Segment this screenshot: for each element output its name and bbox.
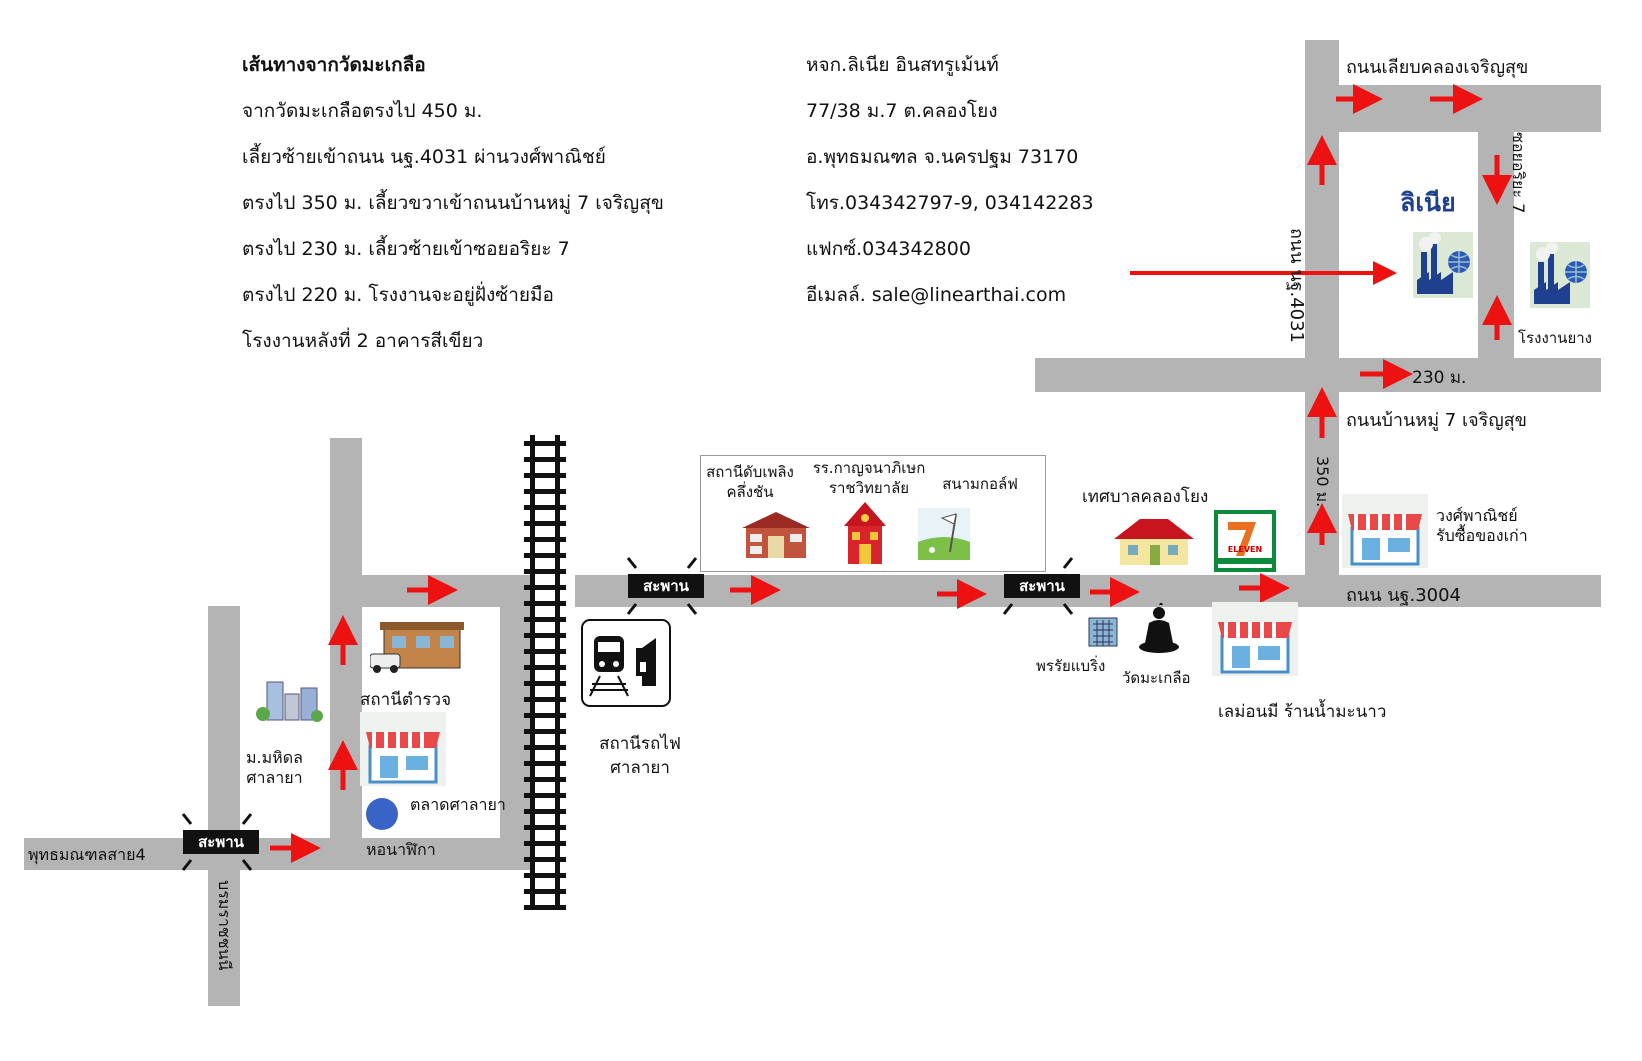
- road-label-4031: ถนน นฐ.4031: [1286, 228, 1307, 343]
- shop-icon: [360, 712, 446, 786]
- railway-tie: [524, 681, 566, 686]
- clock-tower-label: หอนาฬิกา: [366, 840, 436, 859]
- railway-tie: [524, 537, 566, 542]
- railway-tie: [524, 745, 566, 750]
- railway-tie: [524, 697, 566, 702]
- railway-tie: [524, 569, 566, 574]
- house-icon: [1114, 519, 1194, 565]
- railway-tie: [524, 777, 566, 782]
- railway-tie: [524, 617, 566, 622]
- road-label-3004: ถนน นฐ.3004: [1346, 585, 1461, 606]
- railway-tie: [524, 809, 566, 814]
- directions-title: เส้นทางจากวัดมะเกลือ: [242, 54, 426, 76]
- shop-icon: [1342, 494, 1428, 568]
- fire-station-label: สถานีดับเพลิง คลึ่งชัน: [706, 463, 794, 501]
- railway-tie: [524, 729, 566, 734]
- railway-tie: [524, 441, 566, 446]
- road-right-of-market: [500, 575, 530, 865]
- train-icon: [581, 619, 671, 707]
- railway-tie: [524, 793, 566, 798]
- bridge-label: สะพาน: [628, 574, 704, 598]
- fire-station-icon: [742, 512, 810, 558]
- railway-tie: [524, 857, 566, 862]
- mahidol-label: ม.มหิดล ศาลายา: [246, 748, 303, 787]
- svg-text:ELEVEN: ELEVEN: [1228, 545, 1262, 554]
- bridge-label: สะพาน: [183, 830, 259, 854]
- building-icon: [1088, 617, 1118, 647]
- railway-tie: [524, 649, 566, 654]
- direction-step: เลี้ยวซ้ายเข้าถนน นฐ.4031 ผ่านวงศ์พาณิชย…: [242, 146, 606, 168]
- road-label-charoensuk: ถนนเลียบคลองเจริญสุข: [1346, 57, 1529, 78]
- seven-eleven-icon: ELEVEN: [1214, 510, 1276, 572]
- road-label-moo7: ถนนบ้านหมู่ 7 เจริญสุข: [1346, 410, 1527, 431]
- factory-icon: [1413, 232, 1473, 298]
- road-mahidol-vertical: [208, 606, 240, 1006]
- railway-track: [524, 435, 566, 910]
- railway-tie: [524, 905, 566, 910]
- road-moo7: [1035, 358, 1601, 392]
- railway-tie: [524, 489, 566, 494]
- railway-tie: [524, 889, 566, 894]
- company-name: หจก.ลิเนีย อินสทรูเม้นท์: [806, 54, 999, 76]
- direction-step: ตรงไป 350 ม. เลี้ยวขวาเข้าถนนบ้านหมู่ 7 …: [242, 192, 664, 214]
- railway-tie: [524, 713, 566, 718]
- direction-step: โรงงานหลังที่ 2 อาคารสีเขียว: [242, 330, 484, 352]
- lemon-shop-label: เลม่อนมี ร้านน้ำมะนาว: [1218, 702, 1387, 722]
- railway-tie: [524, 553, 566, 558]
- road-label-borommaratchachonnani: บรมราชชนนี: [215, 880, 234, 971]
- railway-tie: [524, 585, 566, 590]
- train-station-label: สถานีรถไฟ ศาลายา: [599, 734, 681, 778]
- railway-tie: [524, 521, 566, 526]
- company-phone: โทร.034342797-9, 034142283: [806, 192, 1094, 214]
- golf-icon: [918, 508, 970, 560]
- railway-tie: [524, 665, 566, 670]
- railway-tie: [524, 601, 566, 606]
- police-station-label: สถานีตำรวจ: [360, 690, 452, 710]
- company-address-1: 77/38 ม.7 ต.คลองโยง: [806, 100, 998, 122]
- railway-tie: [524, 825, 566, 830]
- golf-label: สนามกอล์ฟ: [942, 475, 1018, 493]
- municipality-label: เทศบาลคลองโยง: [1082, 487, 1209, 507]
- railway-tie: [524, 457, 566, 462]
- rubber-factory-label: โรงงานยาง: [1518, 329, 1592, 347]
- company-fax: แฟกซ์.034342800: [806, 238, 971, 260]
- market-label: ตลาดศาลายา: [410, 795, 506, 814]
- city-icon: [256, 681, 323, 722]
- factory-icon: [1530, 242, 1590, 308]
- wongpanich-label: วงศ์พาณิชย์ รับซื้อของเก่า: [1436, 506, 1528, 545]
- school-icon: [844, 502, 886, 564]
- company-address-2: อ.พุทธมณฑล จ.นครปฐม 73170: [806, 146, 1079, 168]
- railway-tie: [524, 505, 566, 510]
- road-left-vertical: [330, 438, 362, 866]
- bridge-label: สะพาน: [1004, 574, 1080, 598]
- road-phutthamonthon4: [24, 838, 530, 870]
- direction-step: จากวัดมะเกลือตรงไป 450 ม.: [242, 100, 483, 122]
- railway-tie: [524, 761, 566, 766]
- linear-brand-label: ลิเนีย: [1400, 188, 1456, 217]
- distance-230: 230 ม.: [1412, 368, 1467, 388]
- market-dot: [366, 798, 398, 830]
- bearing-label: พรรัยแบริ่ง: [1036, 657, 1106, 675]
- railway-tie: [524, 473, 566, 478]
- road-4031: [1305, 40, 1339, 580]
- distance-350: 350 ม.: [1313, 456, 1332, 508]
- road-label-phutthamonthon4: พุทธมณฑลสาย4: [28, 845, 146, 864]
- wat-label: วัดมะเกลือ: [1122, 669, 1191, 687]
- buddha-icon: [1139, 603, 1179, 653]
- police-station-icon: [370, 622, 464, 673]
- shop-icon: [1212, 602, 1298, 676]
- railway-tie: [524, 873, 566, 878]
- road-label-soi-ariya: ซอยอริยะ 7: [1509, 132, 1528, 214]
- company-email: อีเมลล์. sale@linearthai.com: [806, 284, 1067, 306]
- direction-step: ตรงไป 220 ม. โรงงานจะอยู่ฝั่งซ้ายมือ: [242, 284, 554, 306]
- school-label: รร.กาญจนาภิเษก ราชวิทยาลัย: [812, 459, 926, 497]
- railway-tie: [524, 841, 566, 846]
- railway-tie: [524, 633, 566, 638]
- direction-step: ตรงไป 230 ม. เลี้ยวซ้ายเข้าซอยอริยะ 7: [242, 238, 570, 260]
